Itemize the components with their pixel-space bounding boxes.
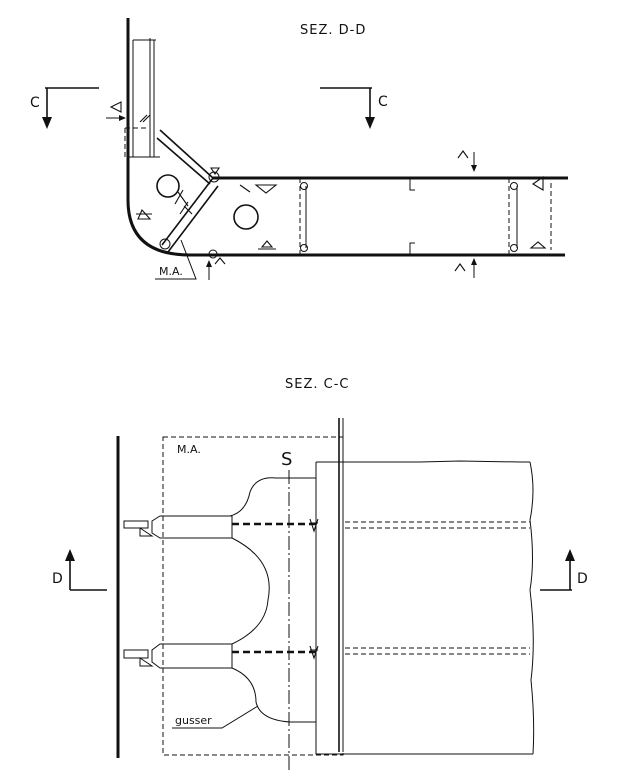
cut-label-d-left: D (52, 571, 63, 587)
side-plate (338, 418, 344, 752)
girder-panel (315, 460, 535, 755)
gusset-label: gusser (175, 714, 212, 727)
gusset-brackets (123, 477, 316, 723)
weld-nodes (159, 171, 518, 259)
section-cc: SEZ. C-C M.A. S (52, 377, 588, 770)
center-line: S (281, 449, 292, 770)
cut-label-d-right: D (577, 571, 588, 587)
section-cc-title: SEZ. C-C (285, 377, 349, 392)
cut-marker-c-left: C (30, 87, 99, 129)
weld-symbols (109, 101, 547, 272)
lightening-holes (156, 174, 259, 230)
stiffeners (299, 178, 552, 255)
cut-label-c-left: C (30, 95, 40, 111)
ma-label-top: M.A. (159, 265, 183, 278)
cut-marker-d-left: D (52, 549, 107, 591)
section-dd-title: SEZ. D-D (300, 23, 366, 38)
pointer-arrows (106, 115, 477, 280)
bent-plate-outline (126, 129, 568, 257)
cut-marker-c-right: C (320, 87, 388, 129)
section-dd: SEZ. D-D C C (30, 18, 568, 280)
weld-symbols-bottom (309, 518, 319, 660)
ma-callout-top: M.A. (155, 239, 197, 280)
ma-label-bottom: M.A. (177, 443, 201, 456)
vertical-plate (124, 18, 160, 160)
cut-label-c-right: C (378, 94, 388, 110)
hole-1 (156, 174, 180, 198)
gusset-callout: gusser (172, 705, 259, 729)
cut-marker-d-right: D (540, 549, 588, 591)
hole-2 (233, 204, 259, 230)
s-mark: S (281, 449, 292, 470)
